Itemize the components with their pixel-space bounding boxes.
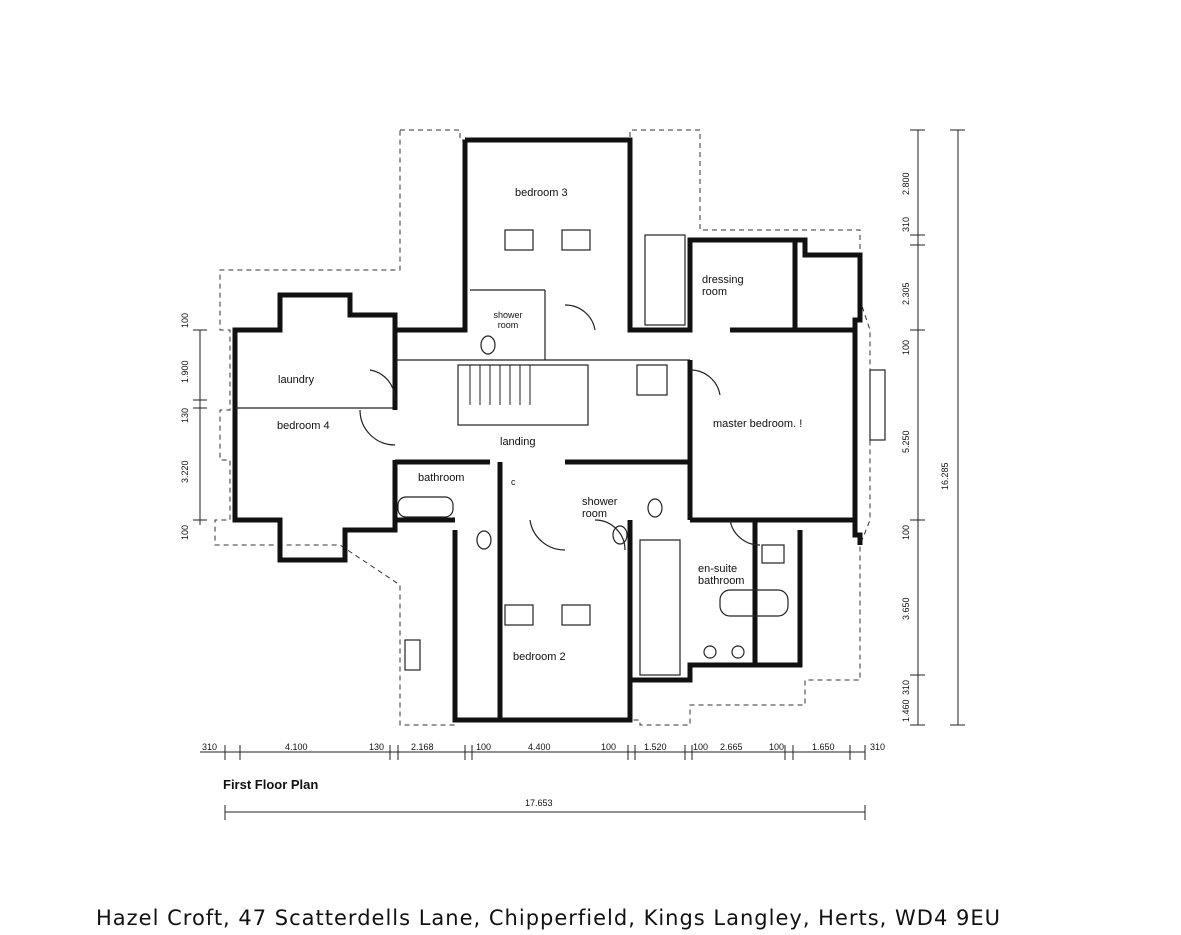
- dim-right-4: 100: [901, 339, 911, 355]
- wc: [476, 530, 492, 550]
- door-swing: [529, 519, 566, 551]
- door-swing: [564, 304, 596, 331]
- fixture: [404, 639, 421, 671]
- room-label-master-bedroom: master bedroom. !: [713, 418, 803, 430]
- dim-bottom-13: 310: [870, 742, 886, 752]
- property-address: Hazel Croft, 47 Scatterdells Lane, Chipp…: [96, 906, 1002, 930]
- bath: [719, 589, 789, 617]
- fixture: [869, 369, 886, 441]
- dim-right-8: 310: [901, 679, 911, 695]
- dim-bottom-6: 4.400: [528, 742, 551, 752]
- roof-light: [504, 604, 534, 626]
- door-swing: [594, 519, 626, 551]
- room-label-landing: landing: [500, 436, 536, 448]
- outer-wall-bottom-right: [452, 530, 803, 723]
- wc: [612, 525, 628, 545]
- dim-total-width: 17.653: [525, 798, 553, 808]
- staircase: [457, 364, 589, 426]
- dim-bottom-2: 4.100: [285, 742, 308, 752]
- dim-right-7: 3.650: [901, 597, 911, 620]
- bath: [644, 234, 686, 326]
- dim-bottom-8: 1.520: [644, 742, 667, 752]
- outer-wall: [465, 137, 863, 545]
- dim-total-height: 16.285: [940, 462, 950, 490]
- room-label-ensuite-bathroom: en-suite bathroom: [698, 563, 745, 587]
- room-label-dressing-room: dressing room: [702, 274, 744, 298]
- dim-bottom-1: 310: [202, 742, 218, 752]
- dim-bottom-4: 2.168: [411, 742, 434, 752]
- dim-bottom-3: 130: [369, 742, 385, 752]
- roof-outline: [214, 129, 871, 726]
- roof-light: [504, 229, 534, 251]
- bath: [397, 496, 454, 518]
- wc: [647, 498, 663, 518]
- dim-left-1: 100: [180, 312, 190, 328]
- room-label-shower-room: shower room: [493, 310, 523, 330]
- dim-right-1: 2.800: [901, 172, 911, 195]
- door-swing: [369, 369, 396, 401]
- wc: [480, 335, 496, 355]
- room-label-bathroom: bathroom: [418, 472, 465, 484]
- basin: [731, 645, 745, 659]
- basin: [703, 645, 717, 659]
- outer-wall-left: [232, 140, 468, 563]
- dim-bottom-12: 1.650: [812, 742, 835, 752]
- dim-bottom-5: 100: [476, 742, 492, 752]
- dim-bottom-9: 100: [693, 742, 709, 752]
- dim-right-9: 1.460: [901, 699, 911, 722]
- stair-treads: [469, 365, 531, 405]
- dim-bottom-11: 100: [769, 742, 785, 752]
- basin: [761, 544, 785, 564]
- dim-right-3: 2.305: [901, 282, 911, 305]
- door-swing: [359, 409, 396, 446]
- door-swing: [689, 369, 721, 396]
- dim-right-5: 5.250: [901, 430, 911, 453]
- dim-left-4: 3.220: [180, 460, 190, 483]
- dim-right-6: 100: [901, 524, 911, 540]
- roof-light: [561, 229, 591, 251]
- dim-bottom-10: 2.665: [720, 742, 743, 752]
- room-label-bedroom-2: bedroom 2: [513, 651, 566, 663]
- dim-right-2: 310: [901, 216, 911, 232]
- plan-title: First Floor Plan: [223, 777, 319, 792]
- room-label-shower-room-lower: shower room: [582, 496, 618, 520]
- bath: [639, 539, 681, 676]
- roof-light: [636, 364, 668, 396]
- room-label-bedroom-4: bedroom 4: [277, 420, 330, 432]
- door-swing: [729, 519, 761, 546]
- room-label-bedroom-3: bedroom 3: [515, 187, 568, 199]
- room-label-cupboard: c: [511, 477, 516, 487]
- dim-left-3: 130: [180, 407, 190, 423]
- dim-left-2: 1.900: [180, 360, 190, 383]
- dim-bottom-7: 100: [601, 742, 617, 752]
- room-label-laundry: laundry: [278, 374, 315, 386]
- dim-left-5: 100: [180, 524, 190, 540]
- roof-light: [561, 604, 591, 626]
- dimension-ticks: [193, 129, 965, 820]
